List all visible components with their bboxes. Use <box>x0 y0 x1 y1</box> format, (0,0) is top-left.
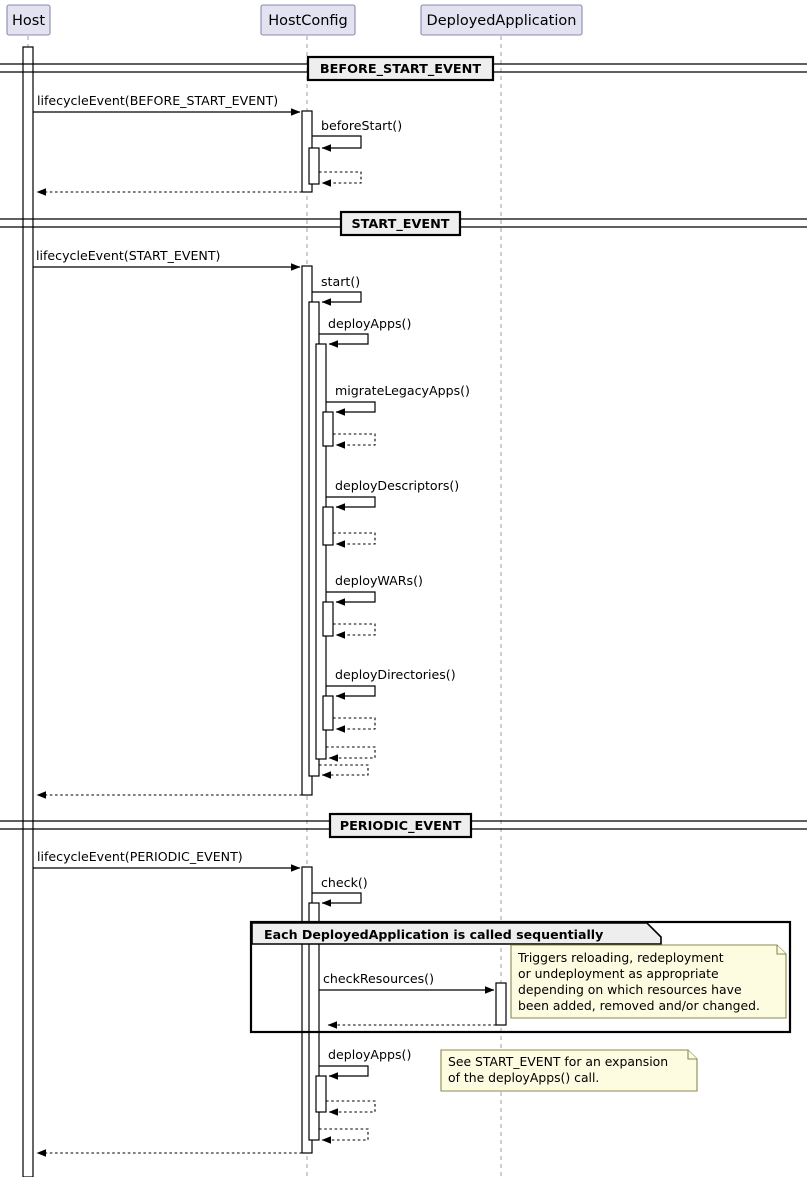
note-deployapps-body <box>440 1049 698 1092</box>
activation-hostconfig-deployapps-periodic <box>315 1075 327 1113</box>
activation-deployedapplication-checkresources <box>495 982 507 1026</box>
message-label-check: check() <box>321 875 368 890</box>
activation-host-root <box>22 46 34 1177</box>
message-label-lifecycle-before-start: lifecycleEvent(BEFORE_START_EVENT) <box>37 93 278 108</box>
section-start-event: lifecycleEvent(START_EVENT) start() depl… <box>33 248 470 799</box>
message-label-before-start: beforeStart() <box>321 118 402 133</box>
message-label-migratelegacyapps: migrateLegacyApps() <box>335 383 470 398</box>
message-label-start: start() <box>321 274 360 289</box>
lifelines-group <box>27 36 502 1177</box>
note-checkresources: Triggers reloading, redeployment or unde… <box>510 944 787 1019</box>
divider-periodic: PERIODIC_EVENT <box>0 812 807 839</box>
message-line-check <box>312 892 362 907</box>
frame-loop: Each DeployedApplication is called seque… <box>249 920 792 1034</box>
participant-deployedapplication[interactable]: DeployedApplication <box>420 4 583 36</box>
note-deployapps-fold <box>687 1050 697 1060</box>
section-before-start-event: lifecycleEvent(BEFORE_START_EVENT) befor… <box>33 93 402 196</box>
message-line-deployapps <box>319 333 369 348</box>
note-deployapps-line-2: of the deployApps() call. <box>448 1070 599 1085</box>
note-checkresources-body <box>510 944 787 1019</box>
message-line-deployapps-periodic <box>319 1065 369 1080</box>
return-line-migratelegacyapps <box>333 433 376 449</box>
participant-hostconfig[interactable]: HostConfig <box>260 4 356 36</box>
frame-loop-tab <box>251 922 662 945</box>
participant-box-deployedapplication[interactable] <box>420 4 583 36</box>
frame-loop-label: Each DeployedApplication is called seque… <box>264 927 603 942</box>
divider-box-periodic <box>328 812 473 839</box>
participant-label-host: Host <box>12 13 45 29</box>
return-line-before-start <box>319 171 362 187</box>
return-line-check <box>319 1128 369 1144</box>
note-checkresources-line-2: or undeployment as appropriate <box>518 966 719 981</box>
participant-label-hostconfig: HostConfig <box>268 13 348 29</box>
message-label-checkresources: checkResources() <box>323 971 434 986</box>
participant-label-deployedapplication: DeployedApplication <box>427 13 577 29</box>
participant-host[interactable]: Host <box>6 4 51 36</box>
participant-box-hostconfig[interactable] <box>260 4 356 36</box>
frame-loop-border <box>249 920 792 1034</box>
message-line-start <box>312 291 362 306</box>
activation-hostconfig-deployapps <box>315 343 327 760</box>
activation-hostconfig-migratelegacyapps <box>322 411 334 447</box>
divider-before-start: BEFORE_START_EVENT <box>0 55 807 82</box>
message-line-before-start <box>312 135 362 152</box>
note-deployapps: See START_EVENT for an expansion of the … <box>440 1049 698 1092</box>
activation-hostconfig-deploydescriptors <box>322 506 334 546</box>
divider-label-start: START_EVENT <box>351 217 449 232</box>
divider-box-before-start <box>306 55 495 82</box>
message-label-deployapps: deployApps() <box>328 316 411 331</box>
note-checkresources-line-4: been added, removed and/or changed. <box>518 998 760 1013</box>
divider-box-start <box>339 210 462 237</box>
message-label-deploydescriptors: deployDescriptors() <box>335 478 459 493</box>
message-label-lifecycle-start: lifecycleEvent(START_EVENT) <box>36 248 220 263</box>
message-line-deploydescriptors <box>326 496 376 511</box>
note-deployapps-line-1: See START_EVENT for an expansion <box>448 1054 668 1069</box>
message-line-migratelegacyapps <box>326 401 376 416</box>
section-periodic-event: lifecycleEvent(PERIODIC_EVENT) check() E… <box>33 849 792 1157</box>
divider-label-periodic: PERIODIC_EVENT <box>340 819 462 834</box>
activation-hostconfig-beforestart <box>308 147 320 185</box>
participant-box-host[interactable] <box>6 4 51 36</box>
return-line-deployapps-start <box>326 746 376 762</box>
message-label-deploydirectories: deployDirectories() <box>335 667 456 682</box>
note-checkresources-fold <box>776 945 786 955</box>
return-line-deploywars <box>333 623 376 639</box>
return-line-deployapps-periodic <box>326 1100 376 1116</box>
activation-hostconfig-deploywars <box>322 601 334 637</box>
activation-hostconfig-deploydirectories <box>322 695 334 731</box>
message-line-deploywars <box>326 591 376 606</box>
note-checkresources-line-3: depending on which resources have <box>518 982 742 997</box>
message-line-deploydirectories <box>326 685 376 700</box>
message-label-lifecycle-periodic: lifecycleEvent(PERIODIC_EVENT) <box>37 849 243 864</box>
return-line-deploydescriptors <box>333 532 376 548</box>
divider-start: START_EVENT <box>0 210 807 237</box>
return-line-deploydirectories <box>333 717 376 733</box>
activation-hostconfig-check <box>308 902 320 1141</box>
return-line-start <box>319 764 369 779</box>
message-label-deployapps-periodic: deployApps() <box>328 1047 411 1062</box>
message-label-deploywars: deployWARs() <box>335 573 423 588</box>
divider-label-before-start: BEFORE_START_EVENT <box>320 62 481 77</box>
note-checkresources-line-1: Triggers reloading, redeployment <box>517 950 724 965</box>
